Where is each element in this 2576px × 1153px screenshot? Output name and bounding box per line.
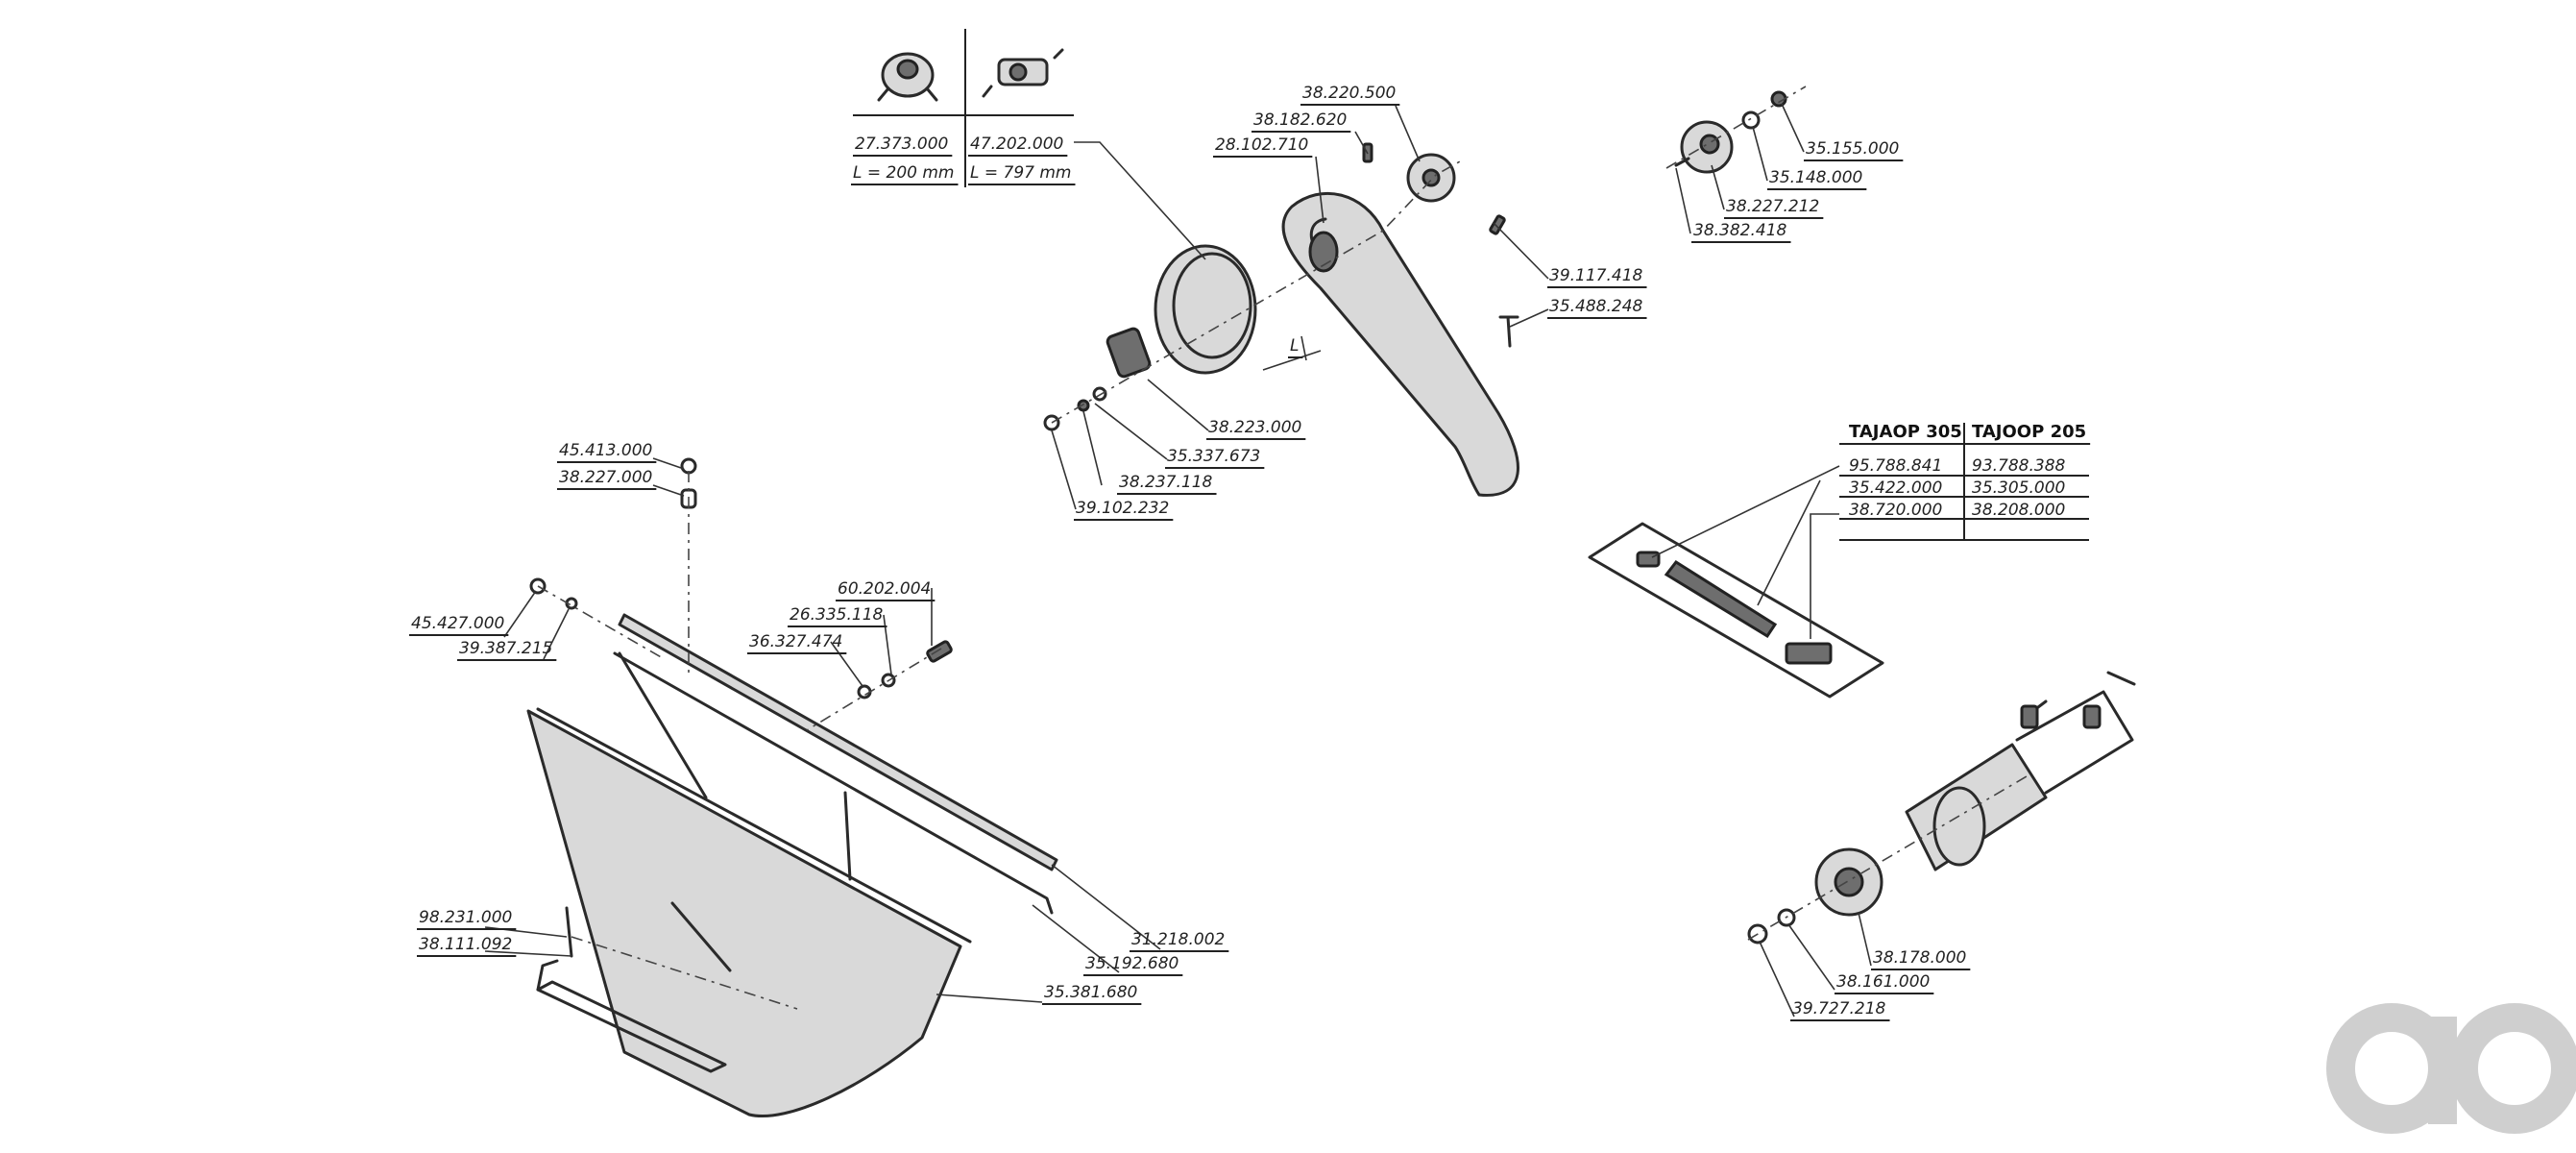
part-label: 36.327.474 [749,632,842,651]
hopper-assembly [526,457,1058,1117]
part-label: 39.387.215 [459,639,552,658]
accessory-b-icon [982,48,1064,98]
ao-logo-icon [2326,1003,2576,1134]
part-label: 38.237.118 [1119,473,1213,492]
part-label: 35.488.248 [1549,297,1643,316]
part-label: 38.227.212 [1726,197,1819,216]
shaft-assembly [1747,671,2136,944]
part-label: 26.335.118 [790,605,884,625]
accessory-inset [853,29,1074,187]
part-label: 27.373.000 [855,135,948,154]
part-label: 38.382.418 [1693,221,1787,240]
part-label: 31.218.002 [1131,930,1225,949]
part-label: 38.178.000 [1873,948,1966,968]
table-header-205: TAJOOP 205 [1972,422,2086,442]
part-label: 47.202.000 [970,135,1063,154]
part-label: 98.231.000 [419,908,512,927]
chain-clip-parts [1588,522,1884,699]
part-label: 38.223.000 [1208,418,1301,437]
table-cell: 38.208.000 [1972,501,2065,520]
belt-guard-assembly: L [1043,142,1519,497]
part-label: 45.413.000 [559,441,652,460]
part-label: 35.148.000 [1769,168,1862,187]
table-cell: 35.305.000 [1972,478,2065,498]
part-label: 38.220.500 [1302,84,1396,103]
part-label: 39.102.232 [1076,499,1169,518]
table-header-305: TAJAOP 305 [1849,422,1962,442]
table-cell: 35.422.000 [1849,478,1942,498]
part-labels: 27.373.000 47.202.000 L = 200 mm L = 797… [409,84,1971,1021]
tractor-table: TAJAOP 305 TAJOOP 205 95.788.841 93.788.… [1651,422,2091,639]
part-label: 60.202.004 [838,579,931,599]
part-label: 38.161.000 [1836,972,1930,992]
part-label: 38.227.000 [559,468,652,487]
table-cell: 38.720.000 [1849,501,1942,520]
table-cell: 93.788.388 [1972,456,2066,476]
part-label: 39.117.418 [1549,266,1643,285]
part-label: 35.337.673 [1167,447,1260,466]
table-cell: 95.788.841 [1849,456,1942,476]
part-label: 39.727.218 [1792,999,1886,1018]
part-label: L = 200 mm [853,163,955,183]
part-label: 35.155.000 [1806,139,1899,159]
part-label: 35.192.680 [1085,954,1179,973]
svg-text:L: L [1290,336,1299,356]
part-label: 38.111.092 [419,935,512,954]
part-label: 28.102.710 [1215,135,1308,155]
part-label: 35.381.680 [1044,983,1137,1002]
sprocket-assembly-top-right [1665,86,1807,174]
part-label: 38.182.620 [1253,110,1347,130]
accessory-a-icon [877,52,938,102]
part-label: 45.427.000 [411,614,504,633]
part-label: L = 797 mm [970,163,1072,183]
